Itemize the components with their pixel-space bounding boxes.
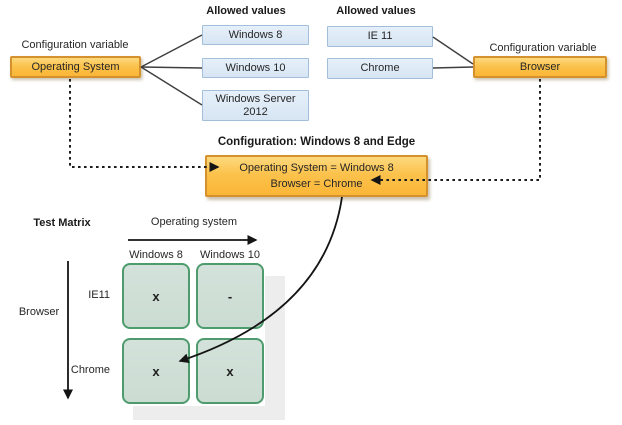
value-box-windows10: Windows 10 (202, 58, 309, 78)
operating-system-box: Operating System (10, 56, 141, 78)
row-header-chrome: Chrome (70, 364, 110, 376)
y-axis-label: Browser (18, 306, 60, 318)
cell-ie11-windows8: x (122, 263, 190, 329)
cell-ie11-windows10: - (196, 263, 264, 329)
value-box-ie11: IE 11 (327, 26, 433, 47)
browser-box: Browser (473, 56, 607, 78)
row-header-ie11: IE11 (88, 289, 110, 301)
configuration-title: Configuration: Windows 8 and Edge (217, 136, 416, 148)
configuration-line-os: Operating System = Windows 8 (239, 162, 394, 174)
x-axis-label: Operating system (150, 216, 238, 228)
os-to-values-connectors (140, 34, 203, 106)
os-variable-caption: Configuration variable (21, 39, 129, 51)
configuration-line-browser: Browser = Chrome (270, 178, 363, 190)
value-box-windows-server-2012: Windows Server 2012 (202, 90, 309, 121)
values-to-browser-connectors (432, 36, 474, 69)
value-box-windows8: Windows 8 (202, 25, 309, 45)
col-header-windows10: Windows 10 (200, 249, 260, 261)
cell-chrome-windows8: x (122, 338, 190, 404)
browser-variable-caption: Configuration variable (489, 42, 597, 54)
browser-allowed-values-title: Allowed values (336, 5, 416, 17)
test-matrix-title: Test Matrix (33, 217, 91, 229)
value-box-chrome: Chrome (327, 58, 433, 79)
cell-chrome-windows10: x (196, 338, 264, 404)
os-allowed-values-title: Allowed values (206, 5, 286, 17)
configuration-box: Operating System = Windows 8 Browser = C… (205, 155, 428, 197)
os-to-config-dotted-arrow (69, 79, 220, 172)
col-header-windows8: Windows 8 (129, 249, 183, 261)
